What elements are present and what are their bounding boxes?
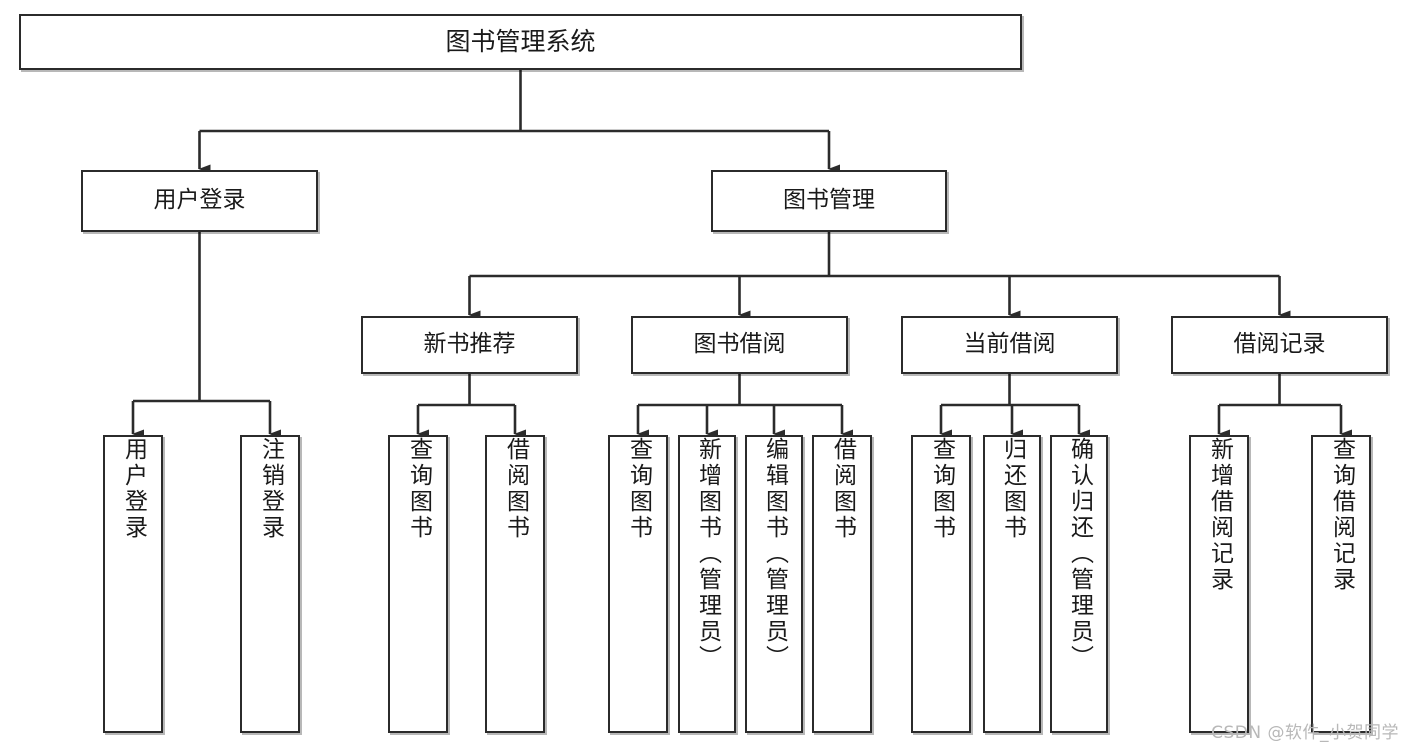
node-user-login[interactable]: 用户登录	[81, 170, 318, 232]
node-label: 注销登录	[257, 437, 284, 541]
node-label: 图书管理系统	[445, 27, 596, 57]
node-label: 查询图书	[625, 437, 652, 541]
node-label: 图书借阅	[693, 331, 786, 358]
node-label: 借阅记录	[1233, 331, 1326, 358]
node-book-borrow[interactable]: 图书借阅	[631, 316, 848, 374]
node-leaf-user-logout[interactable]: 注销登录	[240, 435, 300, 733]
node-label: 新增借阅记录	[1206, 437, 1233, 593]
node-current-borrow[interactable]: 当前借阅	[901, 316, 1118, 374]
node-borrow-record[interactable]: 借阅记录	[1171, 316, 1388, 374]
node-label: 归还图书	[999, 437, 1026, 541]
node-label: 借阅图书	[829, 437, 856, 541]
node-book-mgmt[interactable]: 图书管理	[711, 170, 947, 232]
node-label: 确认归还（管理员）	[1066, 437, 1093, 671]
node-leaf-return-book[interactable]: 归还图书	[983, 435, 1041, 733]
node-leaf-query-record[interactable]: 查询借阅记录	[1311, 435, 1371, 733]
node-leaf-edit-book[interactable]: 编辑图书（管理员）	[745, 435, 803, 733]
csdn-watermark: CSDN @软件_小贺同学	[1211, 723, 1399, 743]
node-label: 当前借阅	[963, 331, 1056, 358]
node-label: 查询图书	[405, 437, 432, 541]
node-leaf-user-login[interactable]: 用户登录	[103, 435, 163, 733]
node-leaf-add-record[interactable]: 新增借阅记录	[1189, 435, 1249, 733]
node-new-book-rec[interactable]: 新书推荐	[361, 316, 578, 374]
node-label: 新增图书（管理员）	[694, 437, 721, 671]
node-leaf-borrow-book-1[interactable]: 借阅图书	[485, 435, 545, 733]
node-label: 查询借阅记录	[1328, 437, 1355, 593]
node-label: 借阅图书	[502, 437, 529, 541]
node-label: 编辑图书（管理员）	[761, 437, 788, 671]
node-label: 用户登录	[120, 437, 147, 541]
node-label: 查询图书	[928, 437, 955, 541]
node-leaf-query-book-2[interactable]: 查询图书	[608, 435, 668, 733]
node-leaf-query-book-1[interactable]: 查询图书	[388, 435, 448, 733]
node-leaf-borrow-book-2[interactable]: 借阅图书	[812, 435, 872, 733]
node-leaf-query-book-3[interactable]: 查询图书	[911, 435, 971, 733]
node-root[interactable]: 图书管理系统	[19, 14, 1022, 70]
node-label: 图书管理	[783, 187, 875, 214]
node-label: 用户登录	[153, 187, 246, 214]
node-leaf-confirm-return[interactable]: 确认归还（管理员）	[1050, 435, 1108, 733]
node-leaf-add-book[interactable]: 新增图书（管理员）	[678, 435, 736, 733]
node-label: 新书推荐	[423, 331, 516, 358]
